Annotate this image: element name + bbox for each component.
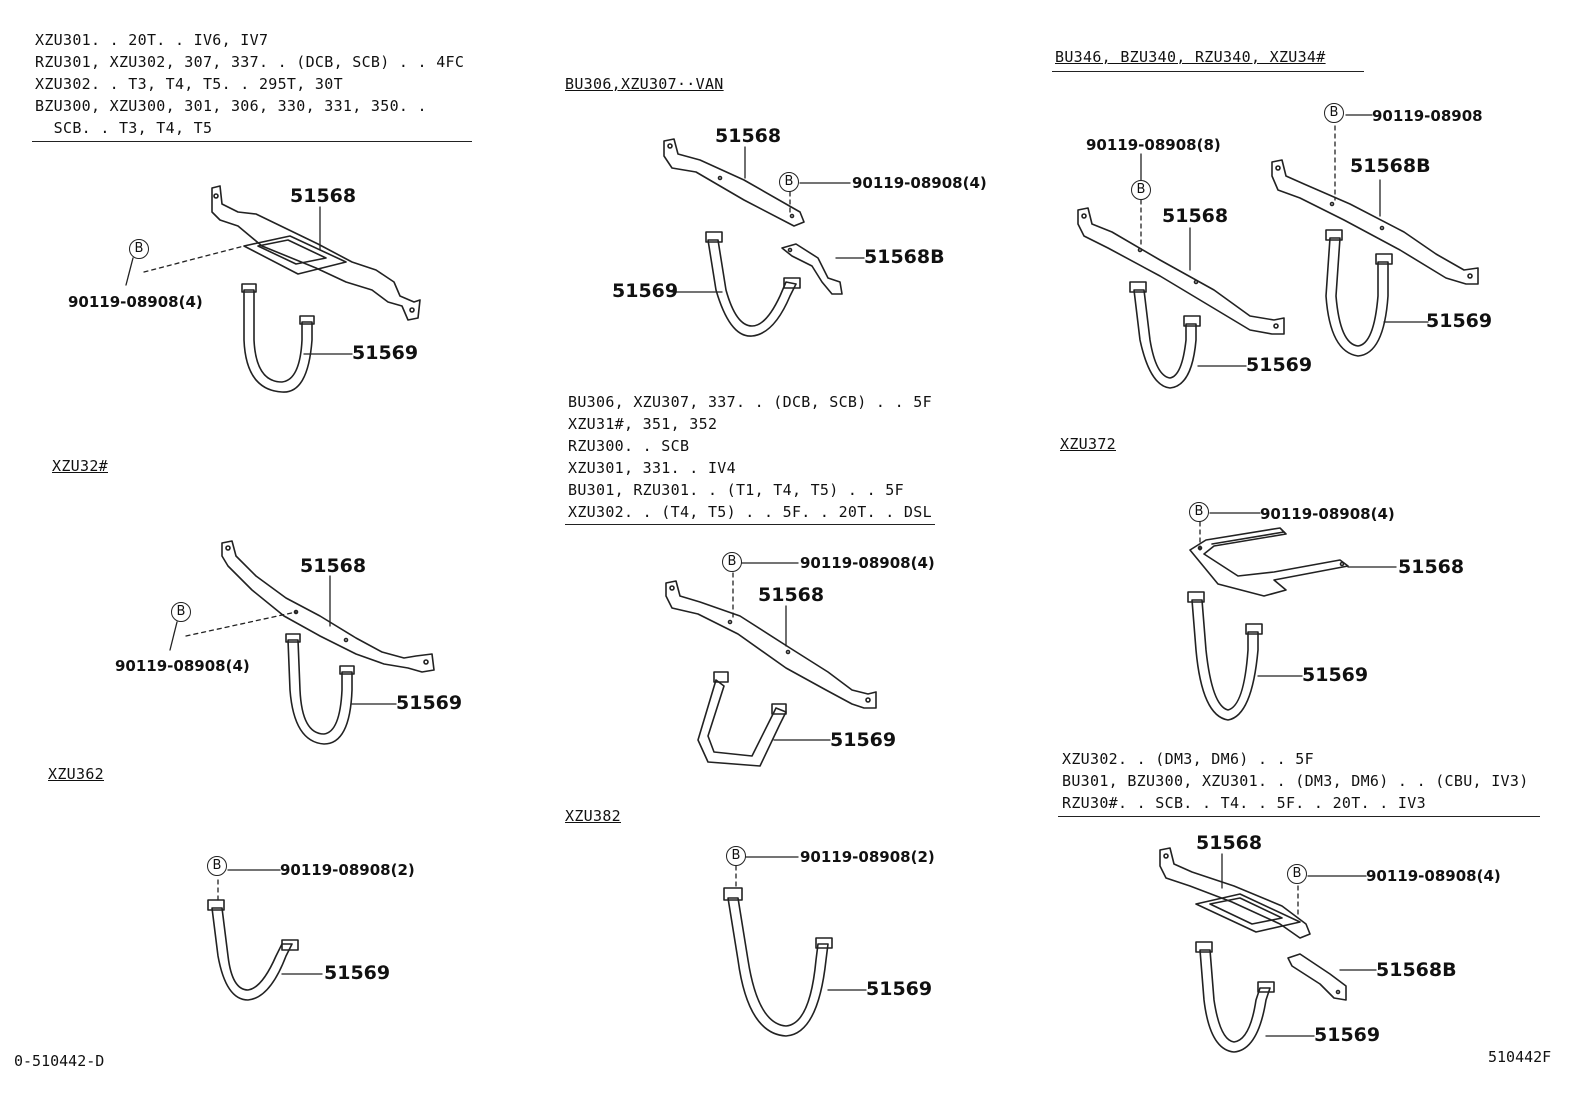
p4-bracket-51568: [663, 138, 805, 227]
p9-bolt-part: 90119-08908(4): [1366, 867, 1501, 885]
p2-strap-51569: [285, 633, 355, 745]
p2-bolt-part: 90119-08908(4): [115, 657, 250, 675]
p5-model-line-3: RZU300. . SCB: [568, 437, 690, 455]
p7-part-51568B: 51568B: [1350, 155, 1431, 177]
p4-callout-b: B: [779, 172, 799, 192]
p1-bolt-part: 90119-08908(4): [68, 293, 203, 311]
p1-model-line-2: RZU301, XZU302, 307, 337. . (DCB, SCB) .…: [35, 53, 465, 71]
p9-part-51569: 51569: [1314, 1024, 1381, 1046]
p3-strap-51569: [207, 899, 299, 1001]
p7-bolt-part-right: 90119-08908: [1372, 107, 1483, 125]
footer-left-code: 0-510442-D: [14, 1052, 105, 1070]
p6-strap-51569: [723, 887, 833, 1037]
p8-bolt-part: 90119-08908(4): [1260, 505, 1395, 523]
p9-callout-b: B: [1287, 864, 1307, 884]
p7-strap-51569-left: [1129, 281, 1201, 389]
p5-bracket-51568: [665, 580, 877, 709]
p7-part-51568: 51568: [1162, 205, 1229, 227]
p5-model-line-6: XZU302. . (T4, T5) . . 5F. . 20T. . DSL: [568, 503, 932, 521]
p6-title: XZU382: [565, 807, 621, 825]
p5-bolt-part: 90119-08908(4): [800, 554, 935, 572]
p7-callout-b-left: B: [1131, 180, 1151, 200]
p8-title: XZU372: [1060, 435, 1116, 453]
p5-strap-51569: [697, 671, 787, 767]
p7-callout-b-right: B: [1324, 103, 1344, 123]
p9-header-rule: [1058, 816, 1540, 817]
p5-model-line-4: XZU301, 331. . IV4: [568, 459, 736, 477]
p5-callout-b: B: [722, 552, 742, 572]
p2-callout-b: B: [171, 602, 191, 622]
p7-bracket-51568B: [1271, 159, 1479, 285]
p2-title: XZU32#: [52, 457, 108, 475]
p1-callout-b: B: [129, 239, 149, 259]
footer-right-code: 510442F: [1488, 1048, 1552, 1066]
p4-title: BU306,XZU307··VAN: [565, 75, 724, 93]
p7-bolt-part-left: 90119-08908(8): [1086, 136, 1221, 154]
p9-bracket-51568: [1159, 847, 1311, 939]
p4-part-51569: 51569: [612, 280, 679, 302]
p4-strap-51569: [705, 231, 801, 337]
p1-model-line-5: SCB. . T3, T4, T5: [35, 119, 213, 137]
p1-model-line-3: XZU302. . T3, T4, T5. . 295T, 30T: [35, 75, 343, 93]
p8-part-51569: 51569: [1302, 664, 1369, 686]
p4-bracket-51568B: [781, 243, 843, 295]
p2-bracket-51568: [221, 540, 435, 673]
p8-bracket-51568: [1189, 527, 1349, 597]
p3-title: XZU362: [48, 765, 104, 783]
leader-lines: [125, 114, 1429, 1037]
p7-strap-51569-right: [1325, 229, 1393, 357]
p1-header-rule: [32, 141, 472, 142]
p7-title: BU346, BZU340, RZU340, XZU34#: [1055, 48, 1326, 66]
p1-part-51568: 51568: [290, 185, 357, 207]
p8-callout-b: B: [1189, 502, 1209, 522]
p5-model-line-5: BU301, RZU301. . (T1, T4, T5) . . 5F: [568, 481, 904, 499]
p7-part-51569-left: 51569: [1246, 354, 1313, 376]
p2-part-51568: 51568: [300, 555, 367, 577]
p9-bracket-51568B: [1287, 953, 1347, 1001]
p8-part-51568: 51568: [1398, 556, 1465, 578]
p9-model-line-3: RZU30#. . SCB. . T4. . 5F. . 20T. . IV3: [1062, 794, 1426, 812]
p5-model-line-2: XZU31#, 351, 352: [568, 415, 718, 433]
p1-bracket-51568: [211, 185, 421, 321]
p3-callout-b: B: [207, 856, 227, 876]
p6-callout-b: B: [726, 846, 746, 866]
p4-bolt-part: 90119-08908(4): [852, 174, 987, 192]
p5-header-rule: [565, 524, 935, 525]
p1-model-line-4: BZU300, XZU300, 301, 306, 330, 331, 350.…: [35, 97, 427, 115]
p6-bolt-part: 90119-08908(2): [800, 848, 935, 866]
p9-part-51568B: 51568B: [1376, 959, 1457, 981]
p8-strap-51569: [1187, 591, 1263, 721]
p2-part-51569: 51569: [396, 692, 463, 714]
p9-strap-51569: [1195, 941, 1275, 1053]
p9-part-51568: 51568: [1196, 832, 1263, 854]
p4-part-51568B: 51568B: [864, 246, 945, 268]
p7-bracket-51568: [1077, 207, 1285, 335]
p5-model-line-1: BU306, XZU307, 337. . (DCB, SCB) . . 5F: [568, 393, 932, 411]
p5-part-51568: 51568: [758, 584, 825, 606]
p1-strap-51569: [241, 283, 315, 393]
p1-model-line-1: XZU301. . 20T. . IV6, IV7: [35, 31, 269, 49]
p5-part-51569: 51569: [830, 729, 897, 751]
p9-model-line-1: XZU302. . (DM3, DM6) . . 5F: [1062, 750, 1314, 768]
p1-part-51569: 51569: [352, 342, 419, 364]
p3-part-51569: 51569: [324, 962, 391, 984]
p4-part-51568: 51568: [715, 125, 782, 147]
p9-model-line-2: BU301, BZU300, XZU301. . (DM3, DM6) . . …: [1062, 772, 1529, 790]
p6-part-51569: 51569: [866, 978, 933, 1000]
p3-bolt-part: 90119-08908(2): [280, 861, 415, 879]
p7-part-51569-right: 51569: [1426, 310, 1493, 332]
p7-header-rule: [1052, 71, 1364, 72]
